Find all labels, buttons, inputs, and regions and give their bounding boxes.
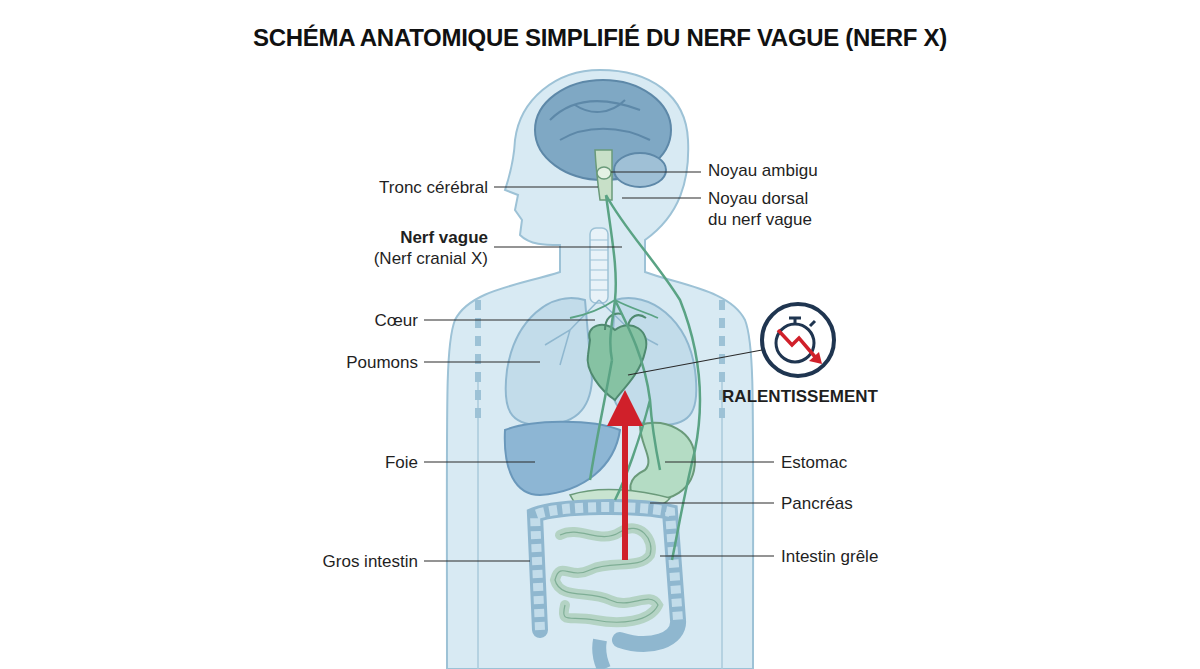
vagus-branches <box>570 300 658 318</box>
body-silhouette <box>447 70 753 669</box>
cerebellum <box>614 153 666 187</box>
structure-label: Noyau ambigu <box>708 160 818 181</box>
illustration-part <box>628 350 762 375</box>
illustration-part <box>424 361 540 362</box>
trachea <box>590 228 608 303</box>
small-intestine-outline <box>555 528 658 622</box>
illustration-part <box>424 560 530 561</box>
organ-label: Foie <box>385 452 418 473</box>
illustration-part <box>494 246 622 247</box>
icon-ring <box>762 304 834 376</box>
large-intestine-segments <box>535 507 678 630</box>
slow-arrow-head <box>809 352 822 364</box>
vagus-nerve <box>590 195 700 560</box>
organ-label: Gros intestin <box>323 551 418 572</box>
small-intestine <box>555 528 658 622</box>
nerve-sublabel: (Nerf cranial X) <box>374 248 488 269</box>
illustration-part <box>622 197 701 198</box>
illustration-part <box>424 461 535 462</box>
brainstem <box>595 150 612 200</box>
nerve-label: Nerf vague <box>400 227 488 248</box>
heart <box>588 325 647 400</box>
organ-label: Intestin grêle <box>781 546 878 567</box>
structure-label: Tronc cérébral <box>379 177 488 198</box>
brain-folds <box>550 100 650 140</box>
illustration-part <box>665 461 774 462</box>
illustration-part <box>611 171 701 172</box>
illustration-part <box>650 502 774 503</box>
illustration-part <box>424 319 595 320</box>
rectum <box>599 640 604 669</box>
structure-label: Noyau dorsal du nerf vague <box>708 188 823 230</box>
illustration-part <box>660 555 774 556</box>
organ-label: Cœur <box>375 310 418 331</box>
organ-label: Poumons <box>346 352 418 373</box>
large-intestine <box>535 507 678 644</box>
nucleus <box>597 167 611 179</box>
signal-arrow <box>622 408 628 560</box>
effect-label: RALENTISSEMENT <box>722 386 878 407</box>
slow-arrow <box>778 330 816 358</box>
organ-label: Pancréas <box>781 493 853 514</box>
liver <box>505 422 620 495</box>
diagram-title: SCHÉMA ANATOMIQUE SIMPLIFIÉ DU NERF VAGU… <box>0 24 1200 52</box>
stopwatch-top <box>789 318 815 326</box>
illustration-part <box>494 186 598 187</box>
organ-label: Estomac <box>781 452 847 473</box>
